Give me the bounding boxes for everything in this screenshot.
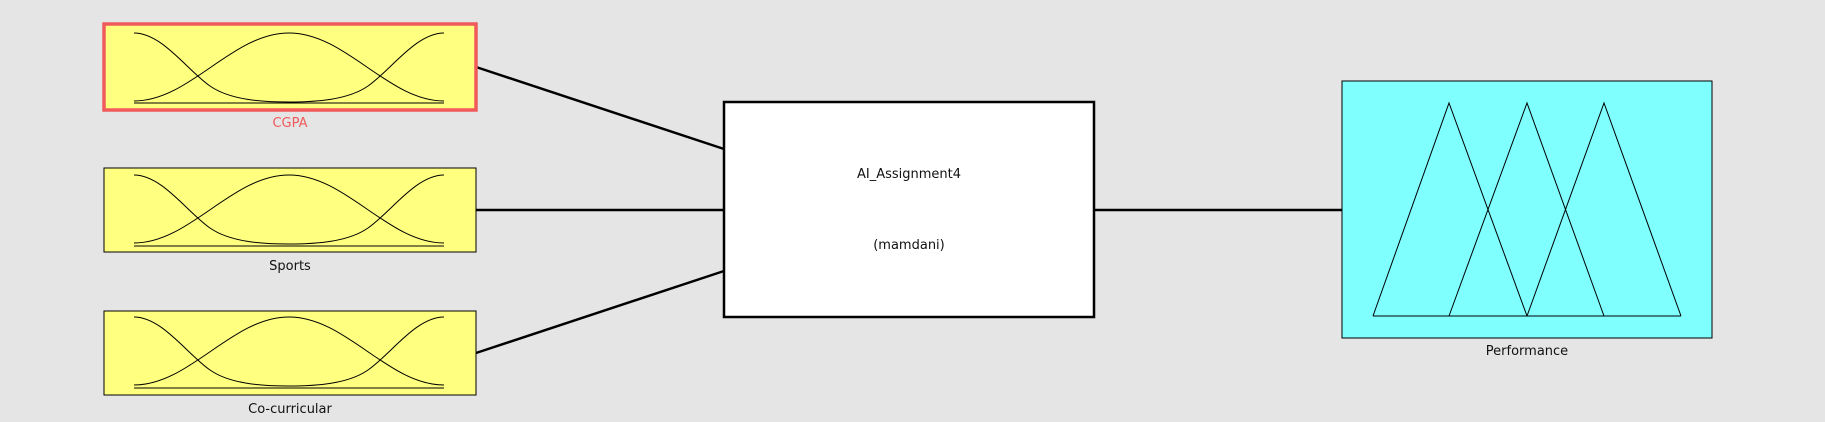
connector-cocurricular bbox=[475, 269, 725, 355]
output-label-performance: Performance bbox=[1485, 344, 1569, 359]
gaussian-membership-icon bbox=[133, 174, 445, 247]
gaussian-membership-icon bbox=[133, 32, 445, 104]
connector-cgpa bbox=[475, 65, 725, 151]
input-block-cgpa[interactable] bbox=[102, 22, 478, 112]
system-type: (mamdani) bbox=[873, 238, 945, 253]
input-label-cgpa: CGPA bbox=[272, 116, 308, 131]
input-block-sports[interactable] bbox=[103, 167, 477, 253]
fis-system-block[interactable] bbox=[722, 100, 1096, 319]
gaussian-membership-icon bbox=[133, 316, 445, 389]
triangular-membership-icon bbox=[1372, 101, 1682, 317]
output-block-performance[interactable] bbox=[1341, 80, 1713, 339]
input-block-cocurricular[interactable] bbox=[103, 310, 477, 396]
input-label-cocurricular: Co-curricular bbox=[248, 402, 332, 417]
system-name: AI_Assignment4 bbox=[856, 167, 962, 182]
input-label-sports: Sports bbox=[269, 259, 311, 274]
